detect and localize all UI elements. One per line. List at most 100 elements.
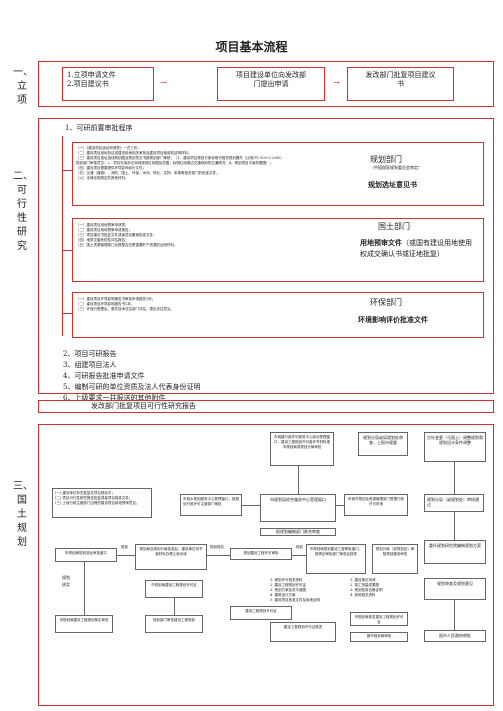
stage3-note: (二) 项目可行性研究报告批复或者项目核准文件； — [55, 496, 133, 500]
stage3-b5: 建设工程规划许可证核发 — [270, 622, 336, 642]
stage3-b3: 规划部门审查建设工程规划 — [145, 615, 203, 633]
stage2-list-item: 5、编制可研的单位资质及法人代表身份证明 — [63, 383, 201, 391]
stage3-list-b-item: 4. 其他相关资料 — [350, 593, 376, 597]
stage1-apply-line2: 门提出申请 — [253, 80, 289, 88]
stage3-frame — [38, 424, 494, 706]
group1-dept-sub: （中国国家规划委员会审定） — [370, 165, 422, 170]
stage3-notes: (一) 建设单位有关批复在项目规划中； (二) 项目可行性研究报告批复或者项目核… — [52, 488, 152, 518]
section-label-2: 二、可行性研究 — [13, 171, 33, 252]
stage3-list-a-item: 5. 建设项目批准文件及用地证明 — [270, 598, 320, 602]
arrow-icon: → — [160, 78, 167, 87]
stage3-note: (三) 土地行政主管部门出具的建设项目用地预审意见。 — [55, 501, 140, 505]
stage3-r3-tag: 规划 — [296, 545, 303, 549]
group2-item: （一）建设项目用地预审申请表； — [76, 223, 129, 227]
group3-item: （一）建设项目环境影响报告书审批申请报告1份； — [76, 297, 156, 301]
stage3-list-b-item: 1. 建设单位申请 — [350, 578, 376, 582]
stage1-approve-line2: 书 — [397, 80, 404, 88]
bracket-line — [62, 136, 63, 336]
group2-item: （三）项目建议书批复文件或者项目备案批准文件； — [76, 233, 157, 237]
stage3-list-b: 1. 建设单位申请 2. 竣工测量成果图 3. 规划验收合格证明 4. 其他相关… — [350, 578, 410, 598]
stage2-list-item: 3、组建项目法人 — [63, 361, 117, 369]
stage2-approval-text: 发改部门批复项目可行性研究报告 — [91, 402, 196, 410]
group3-result: 环境影响评价批准文件 — [358, 315, 428, 324]
group3-dept-area: 环保部门 环境影响评价批准文件 — [358, 298, 478, 324]
group2-result: 用地预审文件（或国有建设用地使用权成交确认书或征地批复） — [360, 237, 478, 260]
group1-items: （一）《建设项目选址申请表》一式三份； （二）建设项目用地协议或建设用地相关审批… — [76, 146, 326, 181]
stage2-list-item: 4、可研报告批准申请文件 — [63, 372, 145, 380]
stage3-r3: 规划建设工程许可审批 — [230, 548, 292, 560]
stage3-c1: 市城乡规划服务中心受理窗口，报规划行政许可主管部门审批 — [180, 494, 242, 516]
stage3-list-b-item: 2. 竣工测量成果图 — [350, 583, 379, 587]
stage3-top-right-b: 方针变更（与国土）调整规划和规划设计条件调整 — [424, 432, 486, 462]
group1-item: 规划部门审核意见；2、项目在拟拆迁用地规划红线图及范围；标明红线周边交通线网的交… — [76, 161, 273, 165]
group2-result-main: 用地预审文件 — [360, 238, 402, 247]
stage3-top-center: 市城建行政许可服务中心综合受理窗口，建设工程规划许可各环节材料报市规划局或规划分… — [270, 432, 334, 466]
stage2-list-item: 6、上级要求一并报送的其他附件 — [63, 394, 166, 402]
stage3-b7: 报市规划局审批 — [350, 632, 408, 642]
stage3-list-a-item: 1. 规划许可相关资料 — [270, 578, 303, 582]
stage3-end: 报市人民政府审批 — [424, 630, 486, 642]
stage3-left-label: 规划核实 — [62, 575, 70, 587]
stage3-c2: 市规划局综合服务中心受理窗口 — [260, 494, 336, 522]
stage3-note: (一) 建设单位有关批复在项目规划中； — [55, 491, 115, 495]
stage3-b2: 市规划局建设工程规划核实审查 — [55, 615, 113, 633]
group1-dept-area: 规划部门 （中国国家规划委员会审定） 规划选址意见书 — [356, 155, 466, 189]
stage1-approve-box: 发改部门批复项目建议 书 — [347, 67, 454, 101]
stage3-r4: 市规划局规划建设工程审批窗口，报规划审批部门审查后核发 — [306, 544, 366, 574]
group2-frame — [72, 218, 484, 282]
group1-item: （五）交通（道路）、消防、国土、环保、水利、林业、文物、军事等相关部门的批准文件… — [76, 171, 220, 175]
group1-item: （三）建设项目选址选线规划图及规划意见书报规划部门审核；（1、建设项目规划方案说… — [76, 156, 284, 160]
stage3-list-a-item: 2. 建设工程规划许可证 — [270, 583, 306, 587]
group3-item: （二）建设项目环境影响报告书1本； — [76, 302, 135, 306]
stage1-doc-2: 2.项目建议书 — [67, 80, 109, 88]
stage3-b6: 市规划局核发建设工程规划许可证 — [350, 612, 408, 626]
group3-items: （一）建设项目环境影响报告书审批申请报告1份； （二）建设项目环境影响报告书1本… — [76, 297, 276, 312]
group2-item: （五）国土资源管理部门出具是否压覆重要矿产资源的证明材料。 — [76, 243, 178, 247]
section-label-3: 三、国土规划 — [13, 481, 33, 548]
arrow-icon: → — [333, 78, 340, 87]
stage3-r1-tag: 报批 — [121, 545, 128, 549]
stage3-c3: 市城市规划及资源管理部门受理行政许可申请 — [344, 494, 408, 516]
group3-dept: 环保部门 — [370, 298, 402, 307]
stage3-r6: 委托规划研究院编制规划方案 — [424, 540, 486, 564]
stage1-apply-line1: 项目建设单位向发改部 — [236, 71, 306, 79]
group1-frame — [72, 142, 484, 206]
stage1-docs-box: 1.立项申请文件 2.项目建议书 — [62, 67, 154, 101]
section-label-1: 一、立项 — [13, 67, 33, 106]
group3-frame — [72, 292, 484, 338]
stage3-r5: 规划分局（或规划处）审核规划建设审查 — [372, 544, 418, 574]
stage1-approve-line1: 发改部门批复项目建议 — [365, 71, 436, 79]
stage3-b4: 建设工程规划许可证 — [230, 606, 292, 620]
group1-item: （二）建设项目用地协议或建设用地相关审批及建设项目使用权证明材料； — [76, 151, 192, 155]
stage3-list-a-item: 3. 规划方案及总平面图 — [270, 588, 306, 592]
group2-result-rest: （或国有建设用地使用权成交确认书或征地批复） — [360, 239, 472, 258]
group1-dept: 规划部门 — [370, 155, 402, 164]
stage2-heading: 1、可研前置审批程序 — [65, 124, 133, 132]
stage2-approval-bar: 发改部门批复项目可行性研究报告 — [38, 400, 494, 413]
stage2-list: 2、项目可研报告 3、组建项目法人 4、可研报告批准申请文件 5、编制可研的单位… — [63, 349, 200, 404]
stage3-r2-tag: 规划核实 — [210, 545, 224, 549]
stage3-c4: 规划分局（或规划处）审核通过 — [424, 494, 484, 512]
group2-dept-area: 国土部门 用地预审文件（或国有建设用地使用权成交确认书或征地批复） — [360, 222, 478, 260]
stage3-top-right-a: 规划分局或局规划处审查，上报市规委 — [358, 432, 408, 456]
group2-item: （二）建设项目用地预审申请报告； — [76, 228, 132, 232]
group2-items: （一）建设项目用地预审申请表； （二）建设项目用地预审申请报告； （三）项目建议… — [76, 223, 276, 248]
stage3-r2: 规划局及规划分局批准后，建设单位持书面材料办理土地手续 — [135, 544, 207, 570]
stage3-c5: 规划审查及规划意见 — [424, 578, 486, 600]
group3-item: （三）环保行受理后，委托技术评估部门评估，提出评估意见。 — [76, 307, 174, 311]
group1-item: （一）《建设项目选址申请表》一式三份； — [76, 146, 141, 150]
group2-item: （四）地质灾害危险性评估报告； — [76, 238, 129, 242]
group1-item: （六）法律法规规定的其他材料。 — [76, 176, 129, 180]
stage3-list-a-item: 4. 建筑设计方案 — [270, 593, 296, 597]
stage3-b1: 市规划局建设工程规划许可证 — [145, 580, 203, 598]
stage3-list-b-item: 3. 规划验收合格证明 — [350, 588, 383, 592]
stage3-mid-label: 报规划编制部门联合审查 — [260, 528, 336, 536]
page-title: 项目基本流程 — [215, 40, 288, 54]
stage3-list-a: 1. 规划许可相关资料 2. 建设工程规划许可证 3. 规划方案及总平面图 4.… — [270, 578, 340, 603]
stage1-doc-1: 1.立项申请文件 — [67, 71, 116, 79]
stage3-r1: 市规划局规划选址审批窗口 — [55, 548, 117, 562]
group1-result: 规划选址意见书 — [368, 180, 417, 189]
group1-item: （四）建设项目需要提供环境影响评价文件； — [76, 166, 146, 170]
stage2-list-item: 2、项目可研报告 — [63, 350, 117, 358]
group2-dept: 国土部门 — [378, 222, 410, 231]
